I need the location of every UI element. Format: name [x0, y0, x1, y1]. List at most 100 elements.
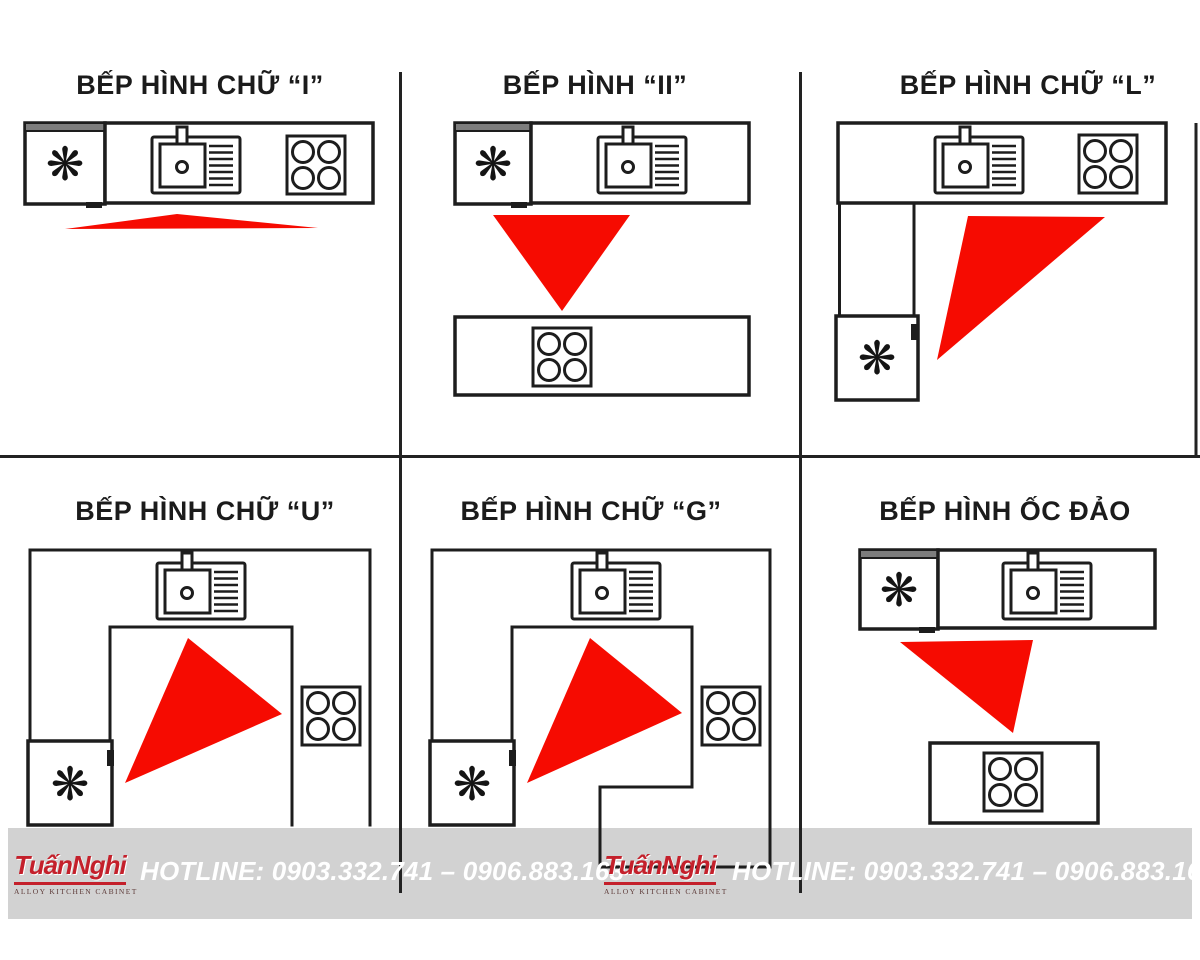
stove-burner	[317, 140, 341, 164]
fridge-handle	[107, 750, 114, 766]
fridge-snowflake-icon: ❋	[474, 137, 513, 191]
sink-drainboard	[209, 144, 233, 187]
sink-basin	[163, 568, 212, 615]
sink	[155, 551, 247, 621]
brand-logo: TuấnNghi ALLOY KITCHEN CABINET	[14, 850, 138, 896]
hotline-text: HOTLINE: 0903.332.741 – 0906.883.163	[140, 856, 625, 886]
sink-drainboard	[629, 570, 653, 613]
work-triangle	[493, 215, 630, 311]
stove-burner	[1014, 783, 1038, 807]
brand-logo-underline	[604, 882, 716, 885]
brand-logo-text: TuấnNghi	[14, 850, 126, 880]
sink-drainboard	[992, 144, 1016, 187]
stove-burner	[706, 717, 730, 741]
panel-title-g: BẾP HÌNH CHỮ “G”	[460, 496, 722, 526]
stove	[300, 685, 362, 747]
sink	[933, 125, 1025, 195]
stove-burner	[306, 691, 330, 715]
work-triangle	[65, 214, 318, 229]
sink-drainboard	[1060, 570, 1084, 613]
sink-basin	[578, 568, 627, 615]
stove-burner	[988, 757, 1012, 781]
counter-leg	[838, 201, 916, 319]
sink-drain	[958, 160, 972, 174]
panel-title-l: BẾP HÌNH CHỮ “L”	[899, 70, 1157, 100]
stove-burner	[332, 717, 356, 741]
fridge	[26, 739, 114, 827]
fridge	[23, 121, 107, 206]
island-counter	[453, 315, 751, 397]
stove-burner	[988, 783, 1012, 807]
sink	[150, 125, 242, 195]
stove-burner	[306, 717, 330, 741]
fridge-handle	[86, 202, 102, 208]
fridge-snowflake-icon: ❋	[858, 331, 897, 385]
work-triangle	[125, 638, 282, 783]
stove	[531, 326, 593, 388]
stove-burner	[317, 166, 341, 190]
stove-burner	[291, 166, 315, 190]
stove-outline	[300, 685, 362, 747]
fridge-snowflake-icon: ❋	[51, 757, 90, 811]
brand-logo: TuấnNghi ALLOY KITCHEN CABINET	[604, 850, 728, 896]
stove-burner	[563, 332, 587, 356]
stove-burner	[563, 358, 587, 382]
sink-drain	[595, 586, 609, 600]
brand-logo-underline	[14, 882, 126, 885]
sink	[570, 551, 662, 621]
stove-burner	[1109, 139, 1133, 163]
fridge-handle	[511, 202, 527, 208]
stove-burner	[537, 332, 561, 356]
diagram-kitchen-l: ❋	[834, 121, 1168, 402]
sink-drain	[180, 586, 194, 600]
sink-drain	[1026, 586, 1040, 600]
brand-logo-text: TuấnNghi	[604, 850, 716, 880]
sink-drainboard	[214, 570, 238, 613]
sink	[596, 125, 688, 195]
stove-outline	[1077, 133, 1139, 195]
work-triangle	[937, 216, 1105, 360]
stove-outline	[982, 751, 1044, 813]
stove-burner	[1083, 139, 1107, 163]
fridge-handle	[911, 324, 918, 340]
fridge-snowflake-icon: ❋	[46, 137, 85, 191]
diagram-kitchen-g: ❋	[428, 548, 772, 869]
stove-burner	[332, 691, 356, 715]
counter-inner-outline	[108, 625, 294, 827]
counter-outer-outline	[28, 548, 372, 827]
stove-burner	[732, 717, 756, 741]
stove-burner	[706, 691, 730, 715]
stove-outline	[700, 685, 762, 747]
fridge-top-strip	[454, 122, 532, 132]
stove-burner	[732, 691, 756, 715]
work-triangle	[527, 638, 682, 783]
diagram-kitchen-u: ❋	[26, 548, 372, 827]
brand-tagline: ALLOY KITCHEN CABINET	[604, 887, 728, 896]
stove-burner	[1083, 165, 1107, 189]
stove-outline	[531, 326, 593, 388]
stove	[1077, 133, 1139, 195]
stove-burner	[537, 358, 561, 382]
diagram-kitchen-island: ❋	[858, 548, 1157, 825]
fridge-handle	[919, 627, 935, 633]
sink-drainboard	[655, 144, 679, 187]
fridge-snowflake-icon: ❋	[453, 757, 492, 811]
diagram-kitchen-ii: ❋	[453, 121, 751, 397]
stove-outline	[285, 134, 347, 196]
fridge-handle	[509, 750, 516, 766]
fridge	[834, 314, 920, 402]
fridge-top-strip	[859, 549, 939, 559]
brand-tagline: ALLOY KITCHEN CABINET	[14, 887, 138, 896]
stove-burner	[1014, 757, 1038, 781]
hotline-text: HOTLINE: 0903.332.741 – 0906.883.163	[732, 856, 1200, 886]
fridge-top-strip	[24, 122, 106, 132]
counter-inner-outline	[510, 625, 772, 869]
sink-drain	[621, 160, 635, 174]
sink-drain	[175, 160, 189, 174]
stove-burner	[1109, 165, 1133, 189]
diagram-kitchen-i: ❋	[23, 121, 375, 229]
stove	[982, 751, 1044, 813]
fridge	[428, 739, 516, 827]
